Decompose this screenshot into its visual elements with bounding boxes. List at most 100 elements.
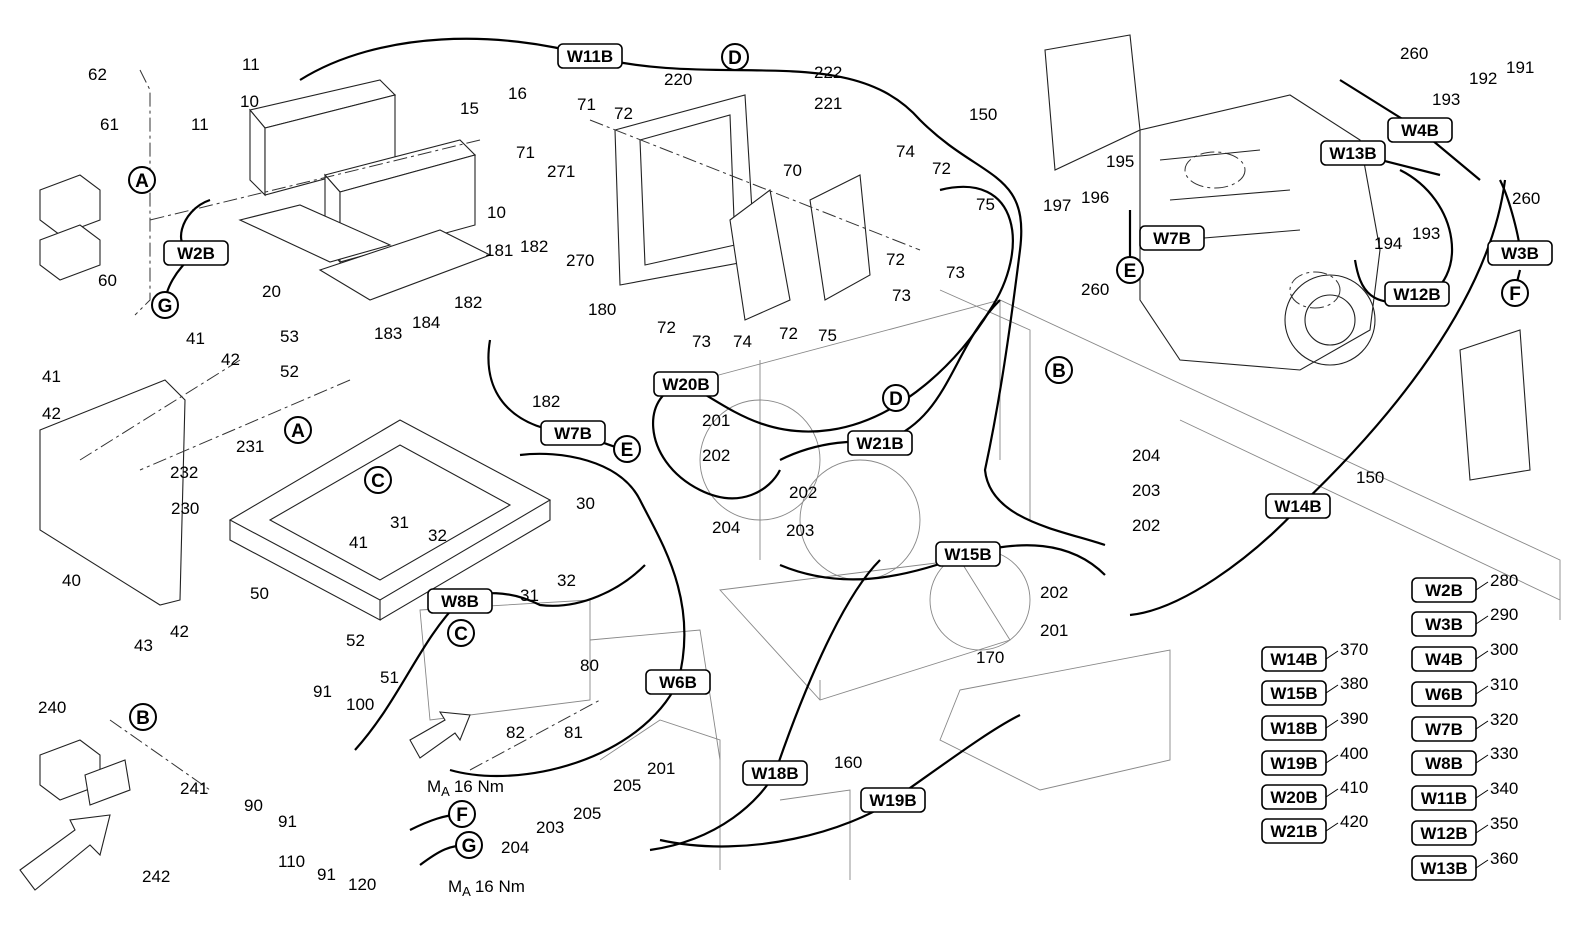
part-callout: 15 [460,99,479,118]
part-callout: 203 [536,818,564,837]
part-callout: 53 [280,327,299,346]
cable-tag: W19B [860,787,926,813]
cable-w14b [1129,179,1507,617]
legend-tag-label: W8B [1425,754,1463,773]
legend-tag: W21B [1261,818,1327,844]
part-callout: 10 [487,203,506,222]
legend-tag-label: W12B [1420,824,1467,843]
part-callout: 180 [588,300,616,319]
cable-w18b [649,559,881,852]
part-callout: 197 [1043,196,1071,215]
cable-tag: W14B [1265,493,1331,519]
legend-tag: W4B [1411,646,1477,672]
part-callout: 11 [191,115,209,134]
part-callout: 202 [789,483,817,502]
part-callout: 184 [412,313,440,332]
part-callout: 11 [242,55,260,74]
part-callout: 62 [88,65,107,84]
part-callout: 182 [532,392,560,411]
legend-row: W13B 360 [1411,849,1518,881]
part-callout: 72 [886,250,905,269]
part-callout: 192 [1469,69,1497,88]
part-callout: 75 [976,195,995,214]
legend-tag-label: W13B [1420,859,1467,878]
legend-row: W4B 300 [1411,640,1518,672]
part-callout: 203 [786,521,814,540]
part-callout: 82 [506,723,525,742]
part-callout: 183 [374,324,402,343]
part-callout: 71 [516,143,535,162]
legend-part-number: 300 [1490,640,1518,659]
part-callout: 91 [317,865,336,884]
torque-subscript: A [462,884,471,899]
part-callout: 194 [1374,234,1402,253]
part-callout: 220 [664,70,692,89]
legend-tag: W20B [1261,784,1327,810]
part-callout: 230 [171,499,199,518]
legend-part-number: 340 [1490,779,1518,798]
part-callout: 260 [1081,280,1109,299]
part-callout: 202 [1132,516,1160,535]
part-callout: 242 [142,867,170,886]
legend-tag: W18B [1261,715,1327,741]
cable-tag-label: W2B [177,244,215,263]
part-callout: 20 [262,282,281,301]
reference-letter: D [721,43,749,71]
cable-tag-label: W12B [1393,285,1440,304]
part-callout: 205 [613,776,641,795]
part-callout: 201 [647,759,675,778]
part-callout: 271 [547,162,575,181]
part-callout: 182 [520,237,548,256]
cable-tag: W13B [1320,140,1386,166]
part-callout: 232 [170,463,198,482]
part-callout: 31 [390,513,409,532]
legend-tag: W6B [1411,681,1477,707]
legend-tag-label: W15B [1270,684,1317,703]
cable-tag-label: W18B [751,764,798,783]
legend-row: W14B 370 [1261,640,1368,672]
part-callout: 42 [170,622,189,641]
frame-structure [19,34,1561,891]
legend-tag: W14B [1261,646,1327,672]
part-callout: 43 [134,636,153,655]
reference-letter: B [129,703,157,731]
legend-part-number: 360 [1490,849,1518,868]
cable-tag: W15B [935,541,1001,567]
part-callout: 90 [244,796,263,815]
legend-tag-label: W6B [1425,685,1463,704]
cable-tag: W6B [645,669,711,695]
part-callout: 41 [42,367,61,386]
legend-part-number: 390 [1340,709,1368,728]
legend-part-number: 290 [1490,605,1518,624]
legend-part-number: 320 [1490,710,1518,729]
part-callout: 60 [98,271,117,290]
legend-tag: W15B [1261,680,1327,706]
cable-tag-label: W8B [441,592,479,611]
torque-subscript: A [441,784,450,799]
part-callout: 150 [1356,468,1384,487]
cable-tag: W2B [163,240,229,266]
reference-letter: G [455,831,483,859]
part-callout: 120 [348,875,376,894]
cable-tag: W7B [540,420,606,446]
part-callout: 191 [1506,58,1534,77]
part-callout: 203 [1132,481,1160,500]
part-callout: 202 [702,446,730,465]
part-callout: 73 [892,286,911,305]
part-callout: 72 [932,159,951,178]
legend-part-number: 410 [1340,778,1368,797]
cable-tag: W18B [742,760,808,786]
legend-part-number: 310 [1490,675,1518,694]
reference-letter: A [284,416,312,444]
legend-part-number: 370 [1340,640,1368,659]
reference-letter-text: A [135,171,149,192]
part-callout: 204 [712,518,740,537]
reference-letter-text: F [456,805,468,826]
legend-tag-label: W4B [1425,650,1463,669]
legend-tag: W8B [1411,750,1477,776]
